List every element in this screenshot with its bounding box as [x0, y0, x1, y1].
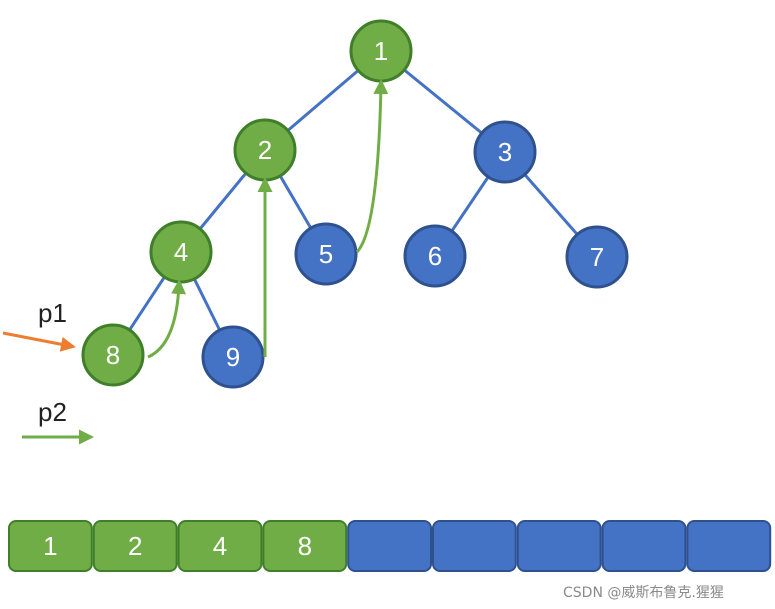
- node-label: 1: [374, 36, 388, 66]
- array-cell-box: [601, 520, 687, 572]
- p1-label: p1: [38, 298, 67, 328]
- node-label: 2: [258, 135, 272, 165]
- tree-edges: [111, 49, 599, 358]
- tree-nodes: 1 2 3 4 5 6 7 8 9: [81, 19, 629, 389]
- array-cell-label: 2: [128, 531, 142, 561]
- tree-node-5: 5: [294, 222, 358, 286]
- array-cell-label: 8: [298, 531, 312, 561]
- node-circle: [565, 225, 629, 289]
- tree-node-1: 1: [349, 19, 413, 83]
- node-circle: [201, 325, 265, 389]
- array-cell-2: 4: [177, 520, 263, 572]
- array-cell-5: [432, 520, 517, 572]
- array-cell-box: [686, 520, 772, 572]
- node-circle: [403, 224, 467, 288]
- node-label: 6: [428, 241, 442, 271]
- array-cell-box: [177, 520, 263, 572]
- tree-node-3: 3: [473, 120, 537, 184]
- array-cell-0: 1: [8, 520, 93, 572]
- array-cell-4: [347, 520, 433, 572]
- traversal-arrow-5-to-1: [355, 79, 389, 254]
- tree-node-6: 6: [403, 224, 467, 288]
- array-cell-label: 4: [213, 531, 227, 561]
- node-circle: [81, 323, 145, 387]
- array-cell-8: [686, 520, 772, 572]
- array-cell-box: [262, 520, 348, 572]
- p1-arrow: [2, 331, 76, 352]
- array-cells: 1 2 4 8: [8, 520, 772, 572]
- array-cell-label: 1: [43, 531, 57, 561]
- tree-node-8: 8: [81, 323, 145, 387]
- node-label: 3: [498, 137, 512, 167]
- node-circle: [294, 222, 358, 286]
- node-label: 7: [590, 242, 604, 272]
- watermark-text: CSDN @威斯布鲁克.猩猩: [563, 585, 724, 601]
- p2-label: p2: [38, 397, 67, 427]
- array-cell-6: [516, 520, 602, 572]
- tree-node-2: 2: [233, 118, 297, 182]
- array-cell-3: 8: [262, 520, 348, 572]
- traversal-arrow-8-to-4: [147, 279, 187, 359]
- tree-node-4: 4: [149, 220, 213, 284]
- array-cell-box: [92, 520, 178, 572]
- array-cell-box: [432, 520, 517, 572]
- array-cell-1: 2: [92, 520, 178, 572]
- node-label: 4: [174, 237, 188, 267]
- node-label: 8: [106, 340, 120, 370]
- array-cell-box: [8, 520, 93, 572]
- node-circle: [473, 120, 537, 184]
- array-cell-box: [516, 520, 602, 572]
- traversal-arrows: [147, 79, 389, 359]
- node-label: 9: [226, 342, 240, 372]
- tree-node-7: 7: [565, 225, 629, 289]
- node-label: 5: [319, 239, 333, 269]
- array-cell-box: [347, 520, 433, 572]
- tree-node-9: 9: [201, 325, 265, 389]
- array-cell-7: [601, 520, 687, 572]
